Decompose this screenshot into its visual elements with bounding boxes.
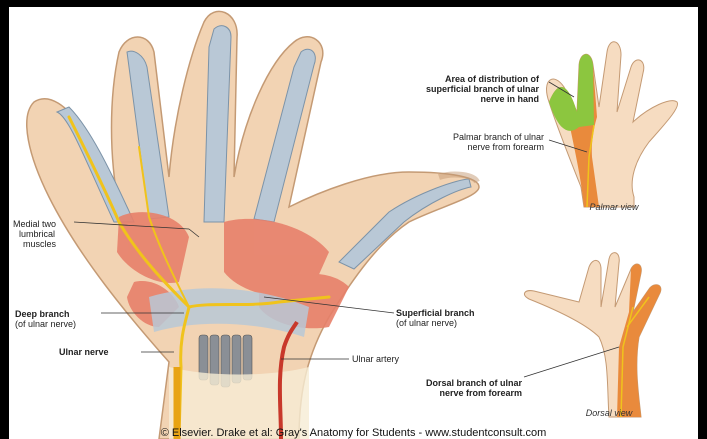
label-dorsal-branch-line1: Dorsal branch of ulnar <box>394 378 522 388</box>
label-palmar-view: Palmar view <box>569 202 659 212</box>
label-medial-lumbricals-line1: Medial two <box>13 219 56 229</box>
label-ulnar-nerve: Ulnar nerve <box>59 347 109 357</box>
label-deep-branch-title: Deep branch <box>15 309 76 319</box>
anatomy-illustration <box>9 7 698 439</box>
label-ulnar-artery: Ulnar artery <box>352 354 399 364</box>
label-medial-lumbricals-line3: muscles <box>13 239 56 249</box>
label-palmar-branch: Palmar branch of ulnar nerve from forear… <box>409 132 544 152</box>
label-area-distribution-line2: superficial branch of ulnar <box>399 84 539 94</box>
label-palmar-branch-line2: nerve from forearm <box>409 142 544 152</box>
dorsal-view-hand <box>524 253 660 417</box>
label-palmar-branch-line1: Palmar branch of ulnar <box>409 132 544 142</box>
label-area-distribution: Area of distribution of superficial bran… <box>399 74 539 104</box>
palmar-view-hand <box>547 42 678 207</box>
label-superficial-branch-title: Superficial branch <box>396 308 475 318</box>
label-area-distribution-line1: Area of distribution of <box>399 74 539 84</box>
label-superficial-branch: Superficial branch (of ulnar nerve) <box>396 308 475 328</box>
label-superficial-branch-sub: (of ulnar nerve) <box>396 318 475 328</box>
label-deep-branch-sub: (of ulnar nerve) <box>15 319 76 329</box>
label-dorsal-view: Dorsal view <box>569 408 649 418</box>
label-dorsal-branch-line2: nerve from forearm <box>394 388 522 398</box>
label-dorsal-branch: Dorsal branch of ulnar nerve from forear… <box>394 378 522 398</box>
copyright-credit: © Elsevier. Drake et al: Gray's Anatomy … <box>9 427 698 439</box>
label-medial-lumbricals: Medial two lumbrical muscles <box>13 219 56 249</box>
figure-canvas: Area of distribution of superficial bran… <box>9 7 698 439</box>
label-medial-lumbricals-line2: lumbrical <box>13 229 56 239</box>
dorsal-silhouette <box>524 253 660 417</box>
label-deep-branch: Deep branch (of ulnar nerve) <box>15 309 76 329</box>
label-area-distribution-line3: nerve in hand <box>399 94 539 104</box>
